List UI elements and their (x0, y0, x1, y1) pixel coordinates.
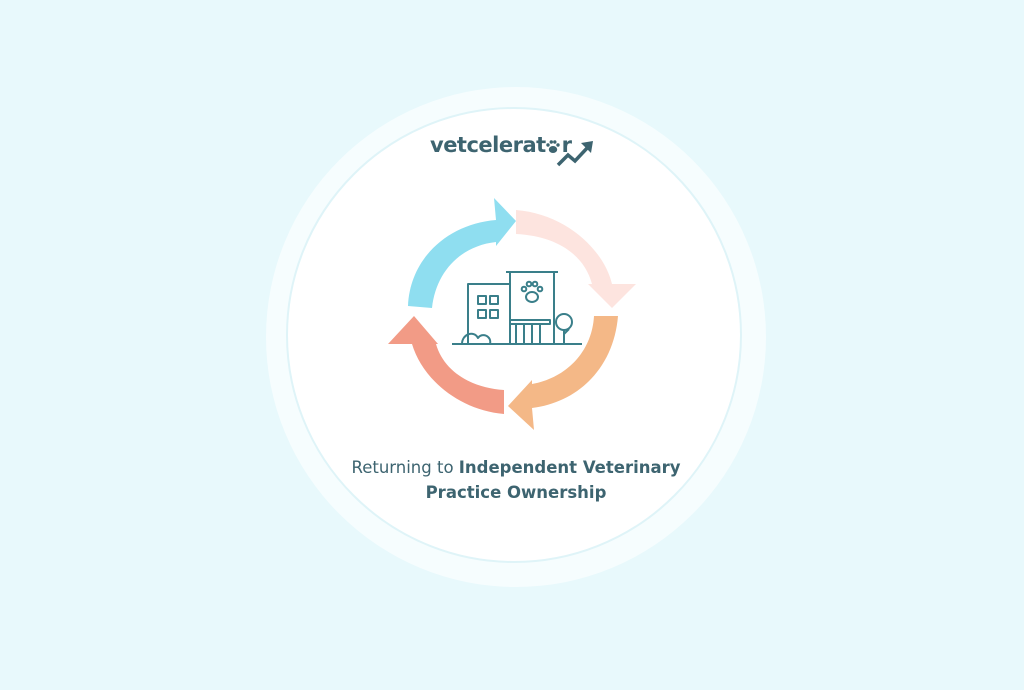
arrow-blue (408, 198, 516, 308)
caption: Returning to Independent Veterinary Prac… (296, 455, 736, 505)
paw-icon (546, 140, 560, 153)
arrow-light-pink (516, 210, 636, 308)
caption-plain: Returning to (351, 458, 459, 477)
clinic-paw-icon (520, 280, 544, 303)
arrow-orange (508, 316, 618, 430)
caption-bold-line2: Practice Ownership (425, 483, 607, 502)
arrow-salmon (388, 316, 504, 414)
inner-circle (286, 107, 742, 563)
caption-bold-line1: Independent Veterinary (458, 458, 681, 477)
cycle-graphic (388, 198, 636, 430)
trend-up-icon (556, 141, 593, 167)
vet-clinic-icon (452, 271, 582, 345)
